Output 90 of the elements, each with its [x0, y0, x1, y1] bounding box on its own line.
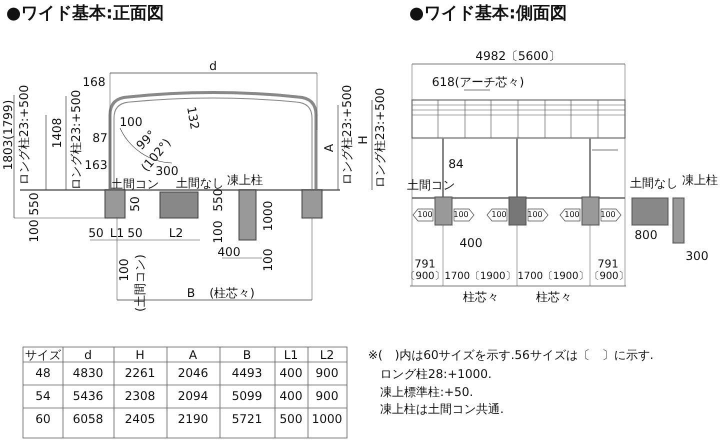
table-value: 2261 — [124, 367, 156, 379]
dimension-value: 100 — [262, 248, 274, 272]
dimension-note: ロング柱23:+500 — [70, 90, 82, 190]
column-header: サイズ — [25, 349, 61, 361]
note-text: 凍上柱は土間コン共通. — [380, 403, 504, 415]
dimension-note: 柱芯々 — [536, 291, 572, 303]
dimension-value: 50 — [127, 227, 143, 239]
column-header: A — [188, 349, 198, 361]
dimension-value: 100 — [118, 258, 130, 282]
table-value: 2046 — [178, 367, 208, 379]
view-title: ●ワイド基本:正面図 — [6, 6, 164, 22]
dimension-value: 1000 — [262, 200, 274, 232]
dimension-value: 100 — [564, 211, 580, 219]
dimension-value: 791 — [414, 258, 436, 270]
dimension-note: (土間コン) — [134, 254, 146, 312]
note-text: 凍上標準柱:+50. — [380, 386, 474, 398]
dimension-value: 400 — [218, 246, 240, 258]
table-value: 400 — [280, 390, 302, 402]
part-label: 土間なし — [176, 177, 224, 189]
table-value: 60 — [35, 413, 51, 425]
column-header: L1 — [284, 349, 298, 361]
dimension-value: 168 — [82, 76, 106, 88]
part-label: 土間コン — [407, 179, 455, 191]
table-value: 400 — [280, 367, 302, 379]
table-value: 5099 — [232, 390, 262, 402]
dimension-value: 800 — [634, 229, 658, 241]
dimension-value: 〔900〕 — [405, 272, 445, 282]
table-value: 900 — [316, 367, 338, 379]
column-header: d — [84, 349, 92, 361]
dimension-value: 100 — [28, 220, 40, 242]
dimension-value: 1803(1799) — [2, 100, 14, 170]
view-title: ●ワイド基本:側面図 — [409, 6, 567, 22]
dimension-value: 132 — [185, 106, 201, 130]
dimension-letter: L1 — [110, 227, 124, 239]
dimension-value: 100 — [453, 211, 469, 219]
dimension-note: 柱芯々 — [463, 291, 499, 303]
dimension-value: 618(アーチ芯々) — [432, 76, 524, 88]
dimension-value: 87 — [92, 132, 108, 144]
table-value: 2190 — [178, 413, 208, 425]
part-label: 凍上柱 — [682, 174, 718, 186]
table-value: 4493 — [232, 367, 262, 379]
dimension-value: 400 — [460, 237, 482, 249]
dimension-value: d — [209, 60, 217, 72]
part-label: 凍上柱 — [227, 174, 263, 186]
dimension-value: 4982〔5600〕 — [475, 50, 561, 62]
dimension-value: 1700〔1900〕 — [444, 272, 516, 282]
table-value: 1000 — [312, 413, 342, 425]
dimension-value: 〔900〕 — [589, 272, 629, 282]
table-value: 900 — [316, 390, 338, 402]
table-value: 48 — [35, 367, 51, 379]
part-label: 土間なし — [630, 177, 678, 189]
dimension-value: 100 — [491, 211, 507, 219]
column-header: B — [242, 349, 252, 361]
dimension-letter: H — [357, 135, 369, 145]
column-header: L2 — [320, 349, 334, 361]
table-value: 4830 — [72, 367, 104, 379]
table-value: 5436 — [72, 390, 104, 402]
table-value: 500 — [280, 413, 302, 425]
dimension-value: 1408 — [51, 118, 63, 148]
dimension-value: 1700〔1900〕 — [518, 272, 588, 282]
dimension-value: 100 — [212, 220, 224, 244]
dimension-value: 50 — [129, 196, 141, 212]
dimension-value: 100 — [417, 211, 433, 219]
table-value: 2308 — [124, 390, 156, 402]
table-value: 54 — [35, 390, 51, 402]
table-value: 6058 — [72, 413, 104, 425]
dimension-letter: B — [186, 287, 196, 299]
dimension-value: 84 — [448, 158, 464, 170]
dimension-value: 100 — [120, 116, 142, 128]
dimension-value: 300 — [686, 250, 708, 262]
dimension-value: 100 — [527, 211, 543, 219]
dimension-note: ロング柱23:+500 — [341, 84, 353, 186]
dimension-note: (柱芯々) — [209, 287, 255, 299]
dimension-value: 50 — [88, 227, 104, 239]
dimension-letter: A — [323, 144, 335, 152]
dimension-value: 163 — [84, 159, 108, 171]
dimension-value: 550 — [28, 192, 40, 216]
part-label: 土間コン — [111, 178, 159, 190]
dimension-note: ロング柱23:+500 — [374, 88, 386, 188]
table-value: 2405 — [124, 413, 156, 425]
note-text: ※( )内は60サイズを示す.56サイズは〔 〕に示す. — [368, 349, 654, 361]
table-value: 5721 — [232, 413, 262, 425]
dimension-letter: L2 — [168, 227, 184, 239]
table-value: 2094 — [178, 390, 208, 402]
column-header: H — [135, 349, 145, 361]
dimension-value: 100 — [600, 211, 616, 219]
dimension-note: ロング柱23:+500 — [18, 84, 30, 186]
dimension-value: 550 — [212, 188, 224, 212]
note-text: ロング柱28:+1000. — [380, 368, 492, 380]
dimension-value: 791 — [598, 258, 618, 270]
